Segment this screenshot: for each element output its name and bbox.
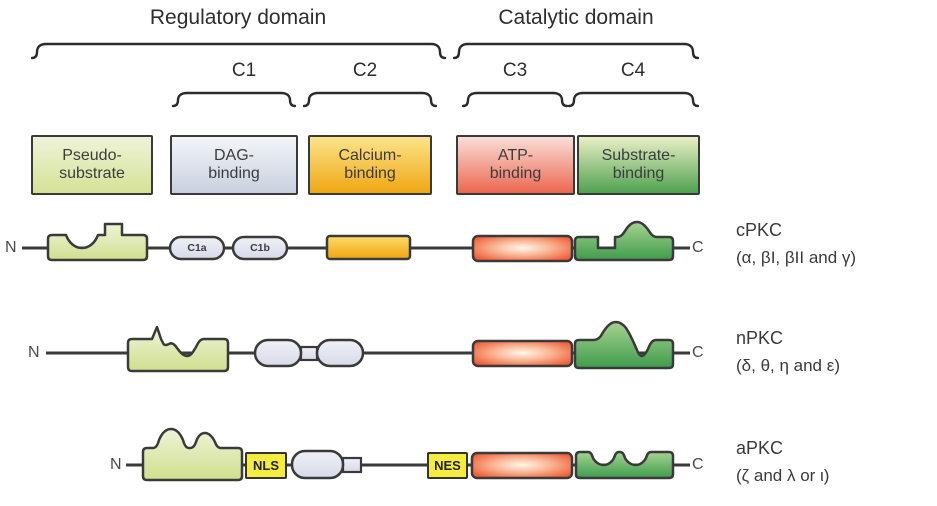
- calcium-binding-box-line2: binding: [344, 165, 396, 182]
- pseudosubstrate-box-line1: Pseudo-: [62, 146, 122, 164]
- c3-bracket: [461, 91, 569, 108]
- atp-binding-box-line1: ATP-: [497, 146, 534, 164]
- npkc-substrate-domain: [573, 320, 675, 370]
- cpkc-c-terminus: C: [692, 239, 704, 256]
- calcium-binding-box: Calcium- binding: [308, 135, 432, 195]
- cpkc-c1b-capsule: [231, 235, 289, 261]
- cpkc-isoforms: (α, βI, βII and γ): [736, 248, 857, 267]
- npkc-c1-capsule-1: [253, 338, 303, 368]
- cpkc-c1b-label: C1b: [250, 242, 270, 254]
- cpkc-pseudosubstrate-shape: [46, 222, 149, 262]
- cpkc-n-terminus: N: [5, 239, 17, 256]
- pseudosubstrate-box-line2: substrate: [59, 165, 125, 182]
- npkc-n-terminus: N: [28, 344, 40, 361]
- c4-label: C4: [620, 60, 646, 81]
- substrate-binding-box-line1: Substrate-: [601, 146, 676, 164]
- apkc-nes-tag: NES: [427, 452, 468, 479]
- apkc-pseudosubstrate-shape: [141, 427, 244, 482]
- npkc-connector-square: [299, 345, 319, 362]
- substrate-binding-box: Substrate- binding: [577, 135, 700, 195]
- npkc-c-terminus: C: [692, 344, 704, 361]
- apkc-name: aPKC: [736, 438, 784, 458]
- cpkc-substrate-domain: [573, 220, 675, 262]
- c1-bracket: [171, 91, 297, 108]
- substrate-binding-box-line2: binding: [612, 165, 665, 182]
- c2-bracket: [302, 91, 438, 108]
- cpkc-atp-domain: [471, 234, 574, 263]
- npkc-isoforms: (δ, θ, η and ε): [736, 356, 840, 375]
- c1-label: C1: [231, 60, 257, 81]
- regulatory-domain-title: Regulatory domain: [149, 6, 327, 29]
- cpkc-c1a-label: C1a: [187, 242, 207, 254]
- npkc-name: nPKC: [736, 328, 784, 348]
- apkc-isoforms: (ζ and λ or ι): [736, 466, 830, 485]
- npkc-atp-domain: [471, 339, 574, 368]
- dag-binding-box-line1: DAG-: [214, 146, 254, 164]
- regulatory-bracket: [30, 42, 447, 60]
- pseudosubstrate-box: Pseudo- substrate: [31, 135, 153, 195]
- apkc-n-terminus: N: [110, 456, 122, 473]
- atp-binding-box-line2: binding: [489, 165, 542, 182]
- c2-label: C2: [352, 60, 378, 81]
- dag-binding-box-line2: binding: [208, 165, 260, 182]
- c4-bracket: [567, 91, 700, 108]
- apkc-nls-tag: NLS: [245, 452, 287, 479]
- dag-binding-box: DAG- binding: [170, 135, 298, 195]
- cpkc-name: cPKC: [736, 220, 783, 240]
- apkc-connector-square: [341, 456, 363, 474]
- cpkc-calcium-domain: [325, 234, 412, 261]
- apkc-c1-capsule: [290, 449, 345, 480]
- catalytic-domain-title: Catalytic domain: [498, 6, 654, 29]
- catalytic-bracket: [452, 42, 700, 60]
- apkc-atp-domain: [470, 451, 574, 480]
- npkc-c1-capsule-2: [315, 338, 365, 368]
- c3-label: C3: [502, 60, 528, 81]
- calcium-binding-box-line1: Calcium-: [338, 146, 402, 164]
- apkc-substrate-domain: [574, 450, 675, 480]
- npkc-pseudosubstrate-shape: [126, 325, 230, 373]
- apkc-c-terminus: C: [692, 456, 704, 473]
- cpkc-c1a-capsule: [168, 235, 226, 261]
- atp-binding-box: ATP- binding: [456, 135, 575, 195]
